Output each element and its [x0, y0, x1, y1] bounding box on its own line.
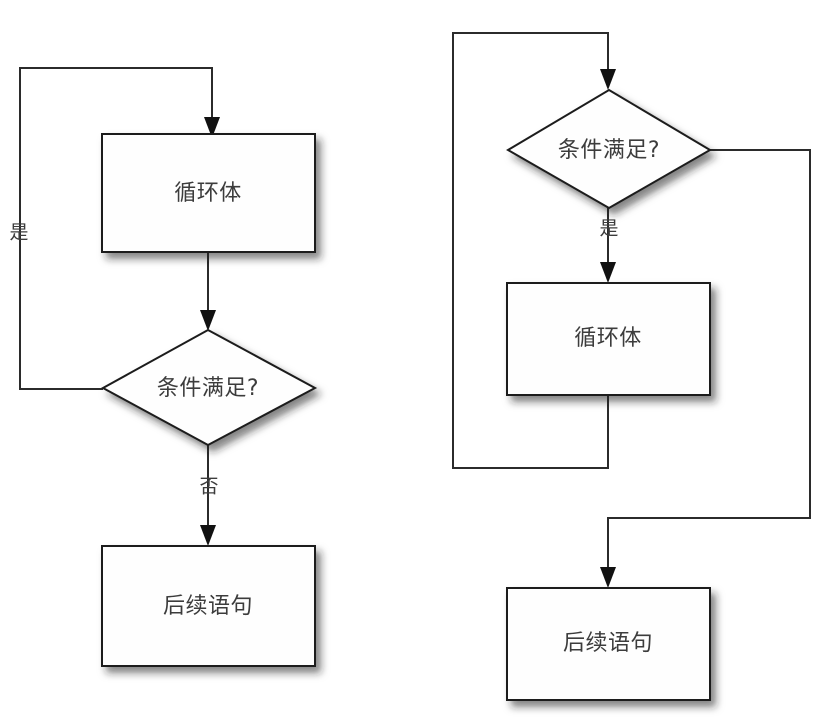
process-box — [101, 545, 316, 667]
node-label: 后续语句 — [563, 631, 653, 656]
edge-right-loop-body-to-condition — [452, 32, 616, 469]
decision-diamond — [100, 328, 318, 447]
process-box — [101, 133, 316, 253]
node-left-next-statement: 后续语句 — [101, 545, 316, 667]
node-right-next-statement: 后续语句 — [506, 587, 711, 701]
process-box — [506, 282, 711, 396]
node-label: 后续语句 — [163, 594, 253, 619]
arrow-head-icon — [600, 262, 616, 283]
decision-diamond — [506, 88, 712, 210]
node-label: 条件满足? — [558, 138, 660, 163]
node-label: 条件满足? — [157, 376, 259, 401]
edge-right-condition-to-next — [600, 149, 811, 588]
node-right-condition: 条件满足? — [506, 88, 712, 210]
chart-do-while-loop: 是 否 循环体 条件满足? — [9, 67, 318, 667]
edge-right-condition-to-loop-body: 是 — [599, 208, 619, 283]
arrow-head-icon — [600, 69, 616, 90]
edge-left-loop-body-to-condition — [200, 252, 216, 331]
arrow-head-icon — [600, 567, 616, 588]
arrow-head-icon — [204, 117, 220, 138]
edge-label-yes-left: 是 — [9, 222, 28, 244]
arrow-head-icon — [200, 525, 216, 546]
edge-left-condition-to-next: 否 — [199, 444, 219, 546]
edge-label-no-left: 否 — [199, 476, 218, 498]
node-left-condition: 条件满足? — [100, 328, 318, 447]
arrow-head-icon — [200, 310, 216, 331]
edge-label-yes-right: 是 — [599, 218, 618, 240]
process-box — [506, 587, 711, 701]
node-label: 循环体 — [574, 326, 642, 351]
chart-while-loop: 是 条件满足? 循环体 后续语句 — [452, 32, 811, 701]
node-left-loop-body: 循环体 — [101, 133, 316, 253]
edge-left-condition-to-loop-body: 是 — [9, 67, 220, 390]
node-label: 循环体 — [174, 181, 242, 206]
node-right-loop-body: 循环体 — [506, 282, 711, 396]
